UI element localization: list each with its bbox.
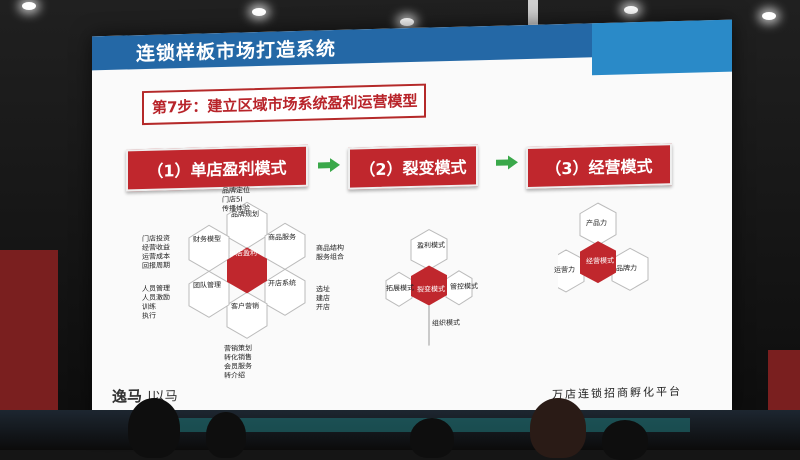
label-bottom-4: 转介绍 xyxy=(224,371,245,380)
hex-center-label: 单店盈利 xyxy=(229,249,257,258)
hex-team xyxy=(188,270,230,318)
right-arrow-icon xyxy=(318,158,340,173)
label-left2-2: 人员激励 xyxy=(142,293,170,303)
fission-node-3: 拓展模式 xyxy=(386,283,414,293)
op-center-label: 经营模式 xyxy=(586,256,614,266)
mode-box-1: （1）单店盈利模式 xyxy=(126,144,308,192)
slide-title: 连锁样板市场打造系统 xyxy=(136,37,337,66)
op-node-3: 运营力 xyxy=(554,265,575,275)
mode-box-2: （2）裂变模式 xyxy=(348,144,478,190)
operation-hex-diagram xyxy=(558,202,649,293)
ceiling-light xyxy=(22,2,36,10)
audience-head xyxy=(206,412,246,458)
hex-label-team: 团队管理 xyxy=(193,281,221,290)
footer-right-text: 万店连锁招商孵化平台 xyxy=(552,384,682,402)
fission-bottom-label: 组织模式 xyxy=(432,318,460,328)
step-text: 第7步：建立区域市场系统盈利运营模型 xyxy=(152,91,418,117)
hex-label-finance: 财务模型 xyxy=(193,235,221,244)
audience-head xyxy=(410,418,454,458)
ceiling-light xyxy=(252,8,266,16)
mode-box-3: （3）经营模式 xyxy=(526,143,672,190)
label-right2-2: 建店 xyxy=(316,294,330,303)
hex-center xyxy=(227,247,267,294)
hex-label-open: 开店系统 xyxy=(268,279,296,288)
label-top-3: 传播体验 xyxy=(222,204,250,213)
label-right2-3: 开店 xyxy=(316,303,330,312)
hex-product xyxy=(264,222,306,270)
op-node-2: 品牌力 xyxy=(616,264,637,273)
hex-finance xyxy=(188,224,230,272)
audience-head xyxy=(530,398,586,458)
hex-customer xyxy=(226,291,268,339)
label-left2-3: 训练 xyxy=(142,302,156,312)
fission-node-1: 盈利模式 xyxy=(417,241,445,250)
label-right-2: 服务组合 xyxy=(316,252,344,262)
slide-topbar-accent xyxy=(592,19,732,76)
step-box: 第7步：建立区域市场系统盈利运营模型 xyxy=(142,83,426,126)
ceiling-light xyxy=(762,12,776,20)
projector-mount xyxy=(528,0,538,40)
fission-node-2: 管控模式 xyxy=(450,282,478,292)
mode-label-3: （3）经营模式 xyxy=(545,156,653,179)
fission-center-label: 裂变模式 xyxy=(417,285,445,294)
mode-label-2: （2）裂变模式 xyxy=(359,157,467,180)
ceiling-light xyxy=(624,6,638,14)
fission-hex-diagram xyxy=(385,228,473,346)
label-left-4: 回报周期 xyxy=(142,261,170,271)
label-bottom-3: 会员服务 xyxy=(224,362,252,371)
single-store-hex-diagram xyxy=(188,201,306,339)
hex-open xyxy=(264,268,306,316)
label-left2-4: 执行 xyxy=(142,311,156,321)
audience-head xyxy=(128,398,180,458)
label-top-1: 品牌定位 xyxy=(222,186,250,195)
mode-label-1: （1）单店盈利模式 xyxy=(147,158,287,181)
label-right2-1: 选址 xyxy=(316,285,330,294)
audience-head xyxy=(602,420,648,460)
hex-label-product: 商品服务 xyxy=(268,233,296,242)
hex-label-customer: 客户营销 xyxy=(231,302,259,311)
ceiling-light xyxy=(400,18,414,26)
right-arrow-icon xyxy=(496,155,518,170)
op-node-1: 产品力 xyxy=(586,218,607,228)
projection-screen: 连锁样板市场打造系统 第7步：建立区域市场系统盈利运营模型 （1）单店盈利模式 … xyxy=(92,19,732,429)
